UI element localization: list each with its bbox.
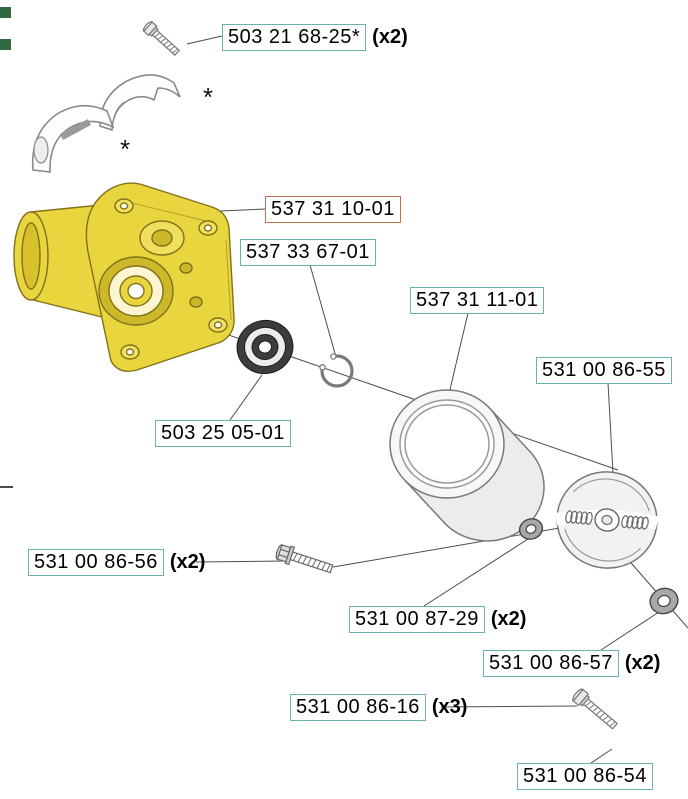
part-label-531-00-86-55: 531 00 86-55: [536, 357, 672, 384]
edge-marker-2: [0, 39, 11, 50]
retaining-ring: [319, 353, 354, 388]
clutch-springs: [565, 510, 649, 530]
edge-marker-1: [0, 7, 11, 18]
mounting-screw: [142, 21, 181, 56]
quantity-text: (x2): [490, 608, 527, 630]
part-number-box[interactable]: 531 00 87-29: [349, 606, 485, 633]
part-label-537-31-11-01: 537 31 11-01: [410, 287, 545, 314]
part-label-531-00-86-57: 531 00 86-57 (x2): [483, 650, 660, 677]
part-label-531-00-86-16: 531 00 86-16 (x3): [290, 694, 467, 721]
washer-large: [649, 587, 679, 615]
part-number-box[interactable]: 503 21 68-25*: [222, 24, 367, 51]
clamp-bracket-lower: [31, 104, 115, 173]
part-label-537-33-67-01: 537 33 67-01: [240, 239, 376, 266]
ball-bearing: [236, 319, 294, 375]
quantity-text: (x2): [372, 26, 408, 48]
part-label-531-00-86-54: 531 00 86-54: [517, 763, 653, 790]
clutch-drum: [389, 389, 545, 542]
part-number-box[interactable]: 531 00 86-55: [536, 357, 672, 384]
part-label-537-31-10-01: 537 31 10-01: [265, 196, 401, 223]
screw-bottom: [572, 688, 618, 730]
part-number-box[interactable]: 537 33 67-01: [240, 239, 376, 266]
quantity-text: (x3): [431, 696, 468, 718]
leader-lines: [0, 35, 688, 764]
hex-bolt: [275, 544, 334, 574]
part-number-box[interactable]: 503 25 05-01: [155, 420, 291, 447]
asterisk-annotation-upper: *: [203, 82, 214, 112]
clamp-bracket-upper: [99, 74, 181, 132]
clutch-assembly: [555, 471, 659, 569]
washer-small: [518, 518, 544, 540]
asterisk-annotation-lower: *: [120, 134, 131, 164]
part-number-box[interactable]: 531 00 86-54: [517, 763, 653, 790]
part-label-531-00-87-29: 531 00 87-29 (x2): [349, 606, 526, 633]
part-number-box[interactable]: 537 31 10-01: [265, 196, 401, 223]
part-label-503-25-05-01: 503 25 05-01: [155, 420, 291, 447]
part-number-box[interactable]: 531 00 86-56: [28, 549, 164, 576]
part-number-box[interactable]: 537 31 11-01: [410, 287, 545, 314]
crankcase-housing: [13, 182, 235, 373]
part-number-box[interactable]: 531 00 86-16: [290, 694, 426, 721]
quantity-text: (x2): [624, 652, 661, 674]
part-number-box[interactable]: 531 00 86-57: [483, 650, 619, 677]
quantity-text: (x2): [169, 551, 206, 573]
part-label-531-00-86-56: 531 00 86-56 (x2): [28, 549, 205, 576]
part-label-503-21-68-25: 503 21 68-25* (x2): [222, 24, 408, 51]
